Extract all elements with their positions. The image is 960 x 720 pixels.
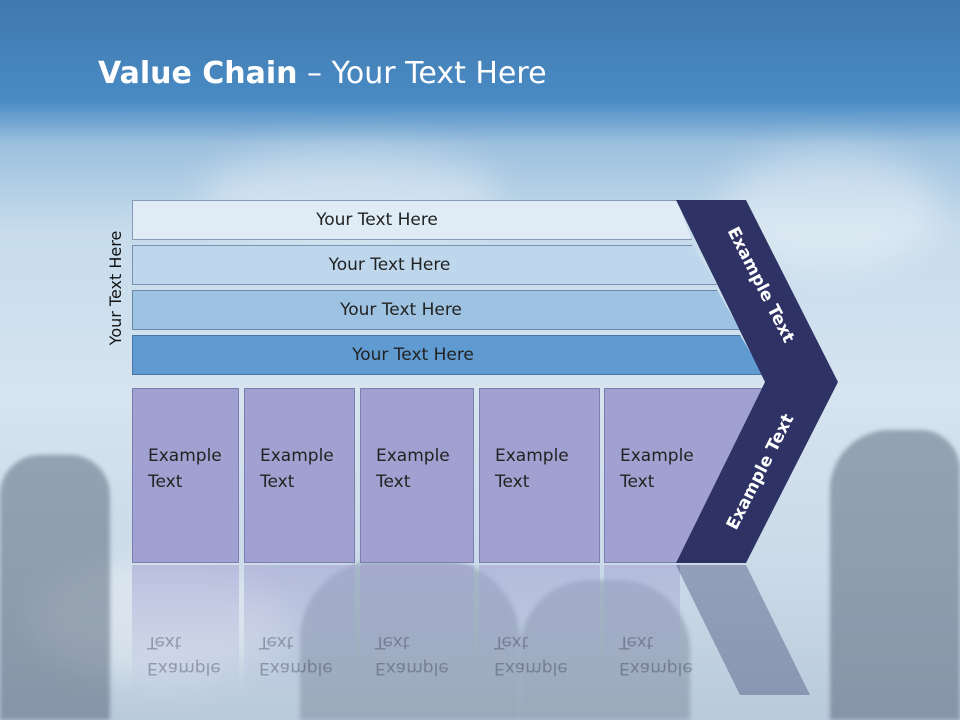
support-band-3: Your Text Here: [132, 290, 740, 330]
chevron-shape: [676, 200, 838, 563]
support-band-2: Your Text Here: [132, 245, 717, 285]
support-band-4: Your Text Here: [132, 335, 764, 375]
slide-title: Value Chain – Your Text Here: [98, 56, 547, 91]
support-band-label: Your Text Here: [328, 255, 451, 275]
graduate-silhouette: [830, 430, 960, 720]
title-rest: – Your Text Here: [297, 56, 547, 91]
primary-box-3: Example Text: [360, 388, 474, 563]
graduate-silhouette: [0, 455, 110, 720]
primary-box-line2: Text: [620, 472, 655, 492]
primary-box-line2: Text: [495, 472, 530, 492]
primary-box-line1: Example: [495, 446, 569, 466]
support-band-label: Your Text Here: [352, 345, 474, 365]
primary-box-line2: Text: [376, 472, 411, 492]
primary-box-4: Example Text: [479, 388, 600, 563]
support-band-label: Your Text Here: [340, 300, 462, 320]
primary-box-line1: Example: [376, 446, 450, 466]
support-band-label: Your Text Here: [316, 210, 438, 230]
primary-box-line1: Example: [148, 446, 222, 466]
support-band-1: Your Text Here: [132, 200, 692, 240]
primary-box-line1: Example: [620, 446, 694, 466]
primary-box-line2: Text: [148, 472, 183, 492]
chevron-reflection: [676, 565, 810, 695]
primary-box-1: Example Text: [132, 388, 239, 563]
title-bold: Value Chain: [98, 56, 298, 91]
primary-box-line2: Text: [260, 472, 295, 492]
primary-box-2: Example Text: [244, 388, 355, 563]
primary-box-line1: Example: [260, 446, 334, 466]
